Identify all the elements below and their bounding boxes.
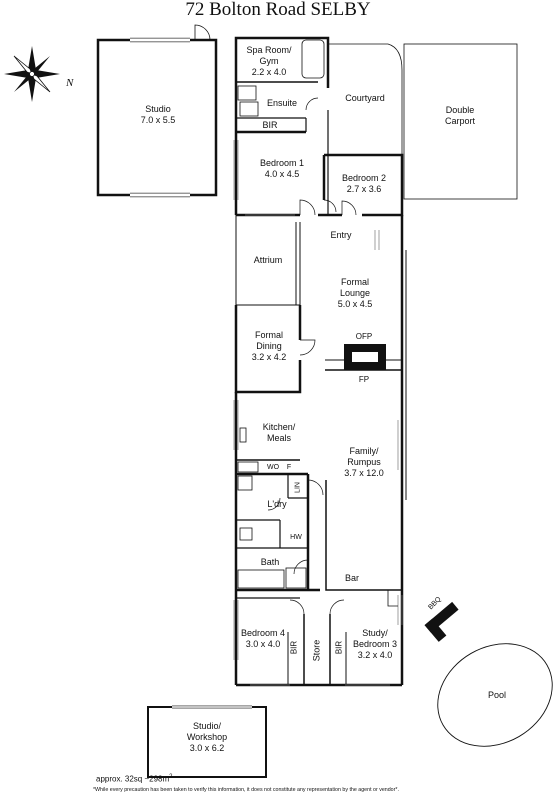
carport-outline — [403, 43, 518, 200]
kitchen-meals-label: Kitchen/Meals — [262, 422, 296, 443]
compass-rose-icon — [4, 46, 60, 102]
fp-label: FP — [358, 375, 370, 384]
bbq-icon — [424, 601, 459, 642]
courtyard-label: Courtyard — [345, 93, 385, 103]
bir-top-label: BIR — [262, 120, 278, 130]
workshop-outline — [147, 705, 267, 778]
fridge-label: F — [286, 464, 292, 471]
compass-north-label: N — [66, 77, 74, 89]
wall-oven-label: WO — [266, 464, 280, 471]
ensuite-label: Ensuite — [266, 98, 298, 108]
entry-label: Entry — [330, 230, 352, 240]
bath-label: Bath — [260, 557, 280, 567]
bir-bed3-label: BIR — [334, 640, 344, 655]
disclaimer-text: *While every precaution has been taken t… — [93, 787, 399, 793]
fixtures — [237, 39, 398, 607]
store-label: Store — [311, 639, 322, 662]
windows — [233, 140, 403, 686]
doors — [267, 97, 357, 615]
laundry-label: L'dry — [267, 499, 287, 509]
plan-title: 72 Bolton Road SELBY — [185, 0, 371, 20]
linen-label: LIN — [294, 482, 302, 493]
ofp-label: OFP — [355, 332, 373, 341]
courtyard-outline — [328, 43, 403, 215]
bir-bed4-label: BIR — [289, 640, 299, 655]
bar-label: Bar — [344, 573, 359, 583]
studio-outline — [96, 24, 218, 198]
pool-outline — [437, 643, 553, 747]
area-text: approx. 32sq ~298m2 — [96, 774, 173, 784]
attrium-label: Attrium — [253, 255, 283, 265]
pool-label: Pool — [487, 690, 506, 700]
hot-water-label: HW — [290, 534, 302, 541]
